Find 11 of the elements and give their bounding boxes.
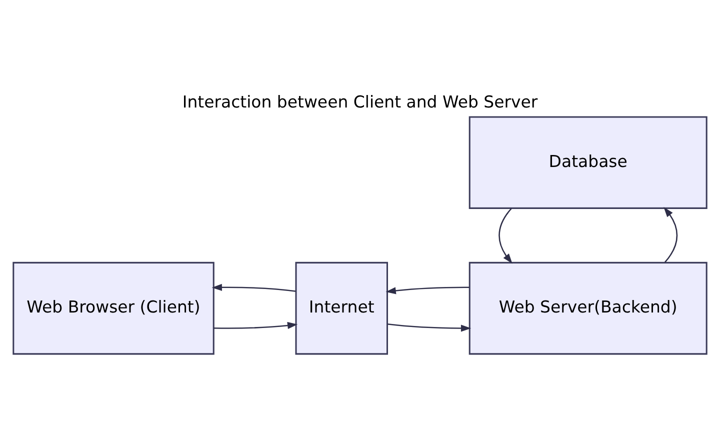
node-box: Web Browser (Client) (12, 261, 214, 354)
arrow (386, 286, 470, 294)
arrow (212, 283, 296, 292)
node-box: Web Server(Backend) (468, 261, 708, 354)
arrow (388, 323, 472, 332)
node-box: Internet (295, 261, 388, 354)
arrow (214, 321, 298, 329)
arrow (664, 206, 678, 262)
arrow (498, 208, 512, 264)
node-box: Database (468, 116, 708, 208)
diagram-title: Interaction between Client and Web Server (182, 92, 538, 111)
